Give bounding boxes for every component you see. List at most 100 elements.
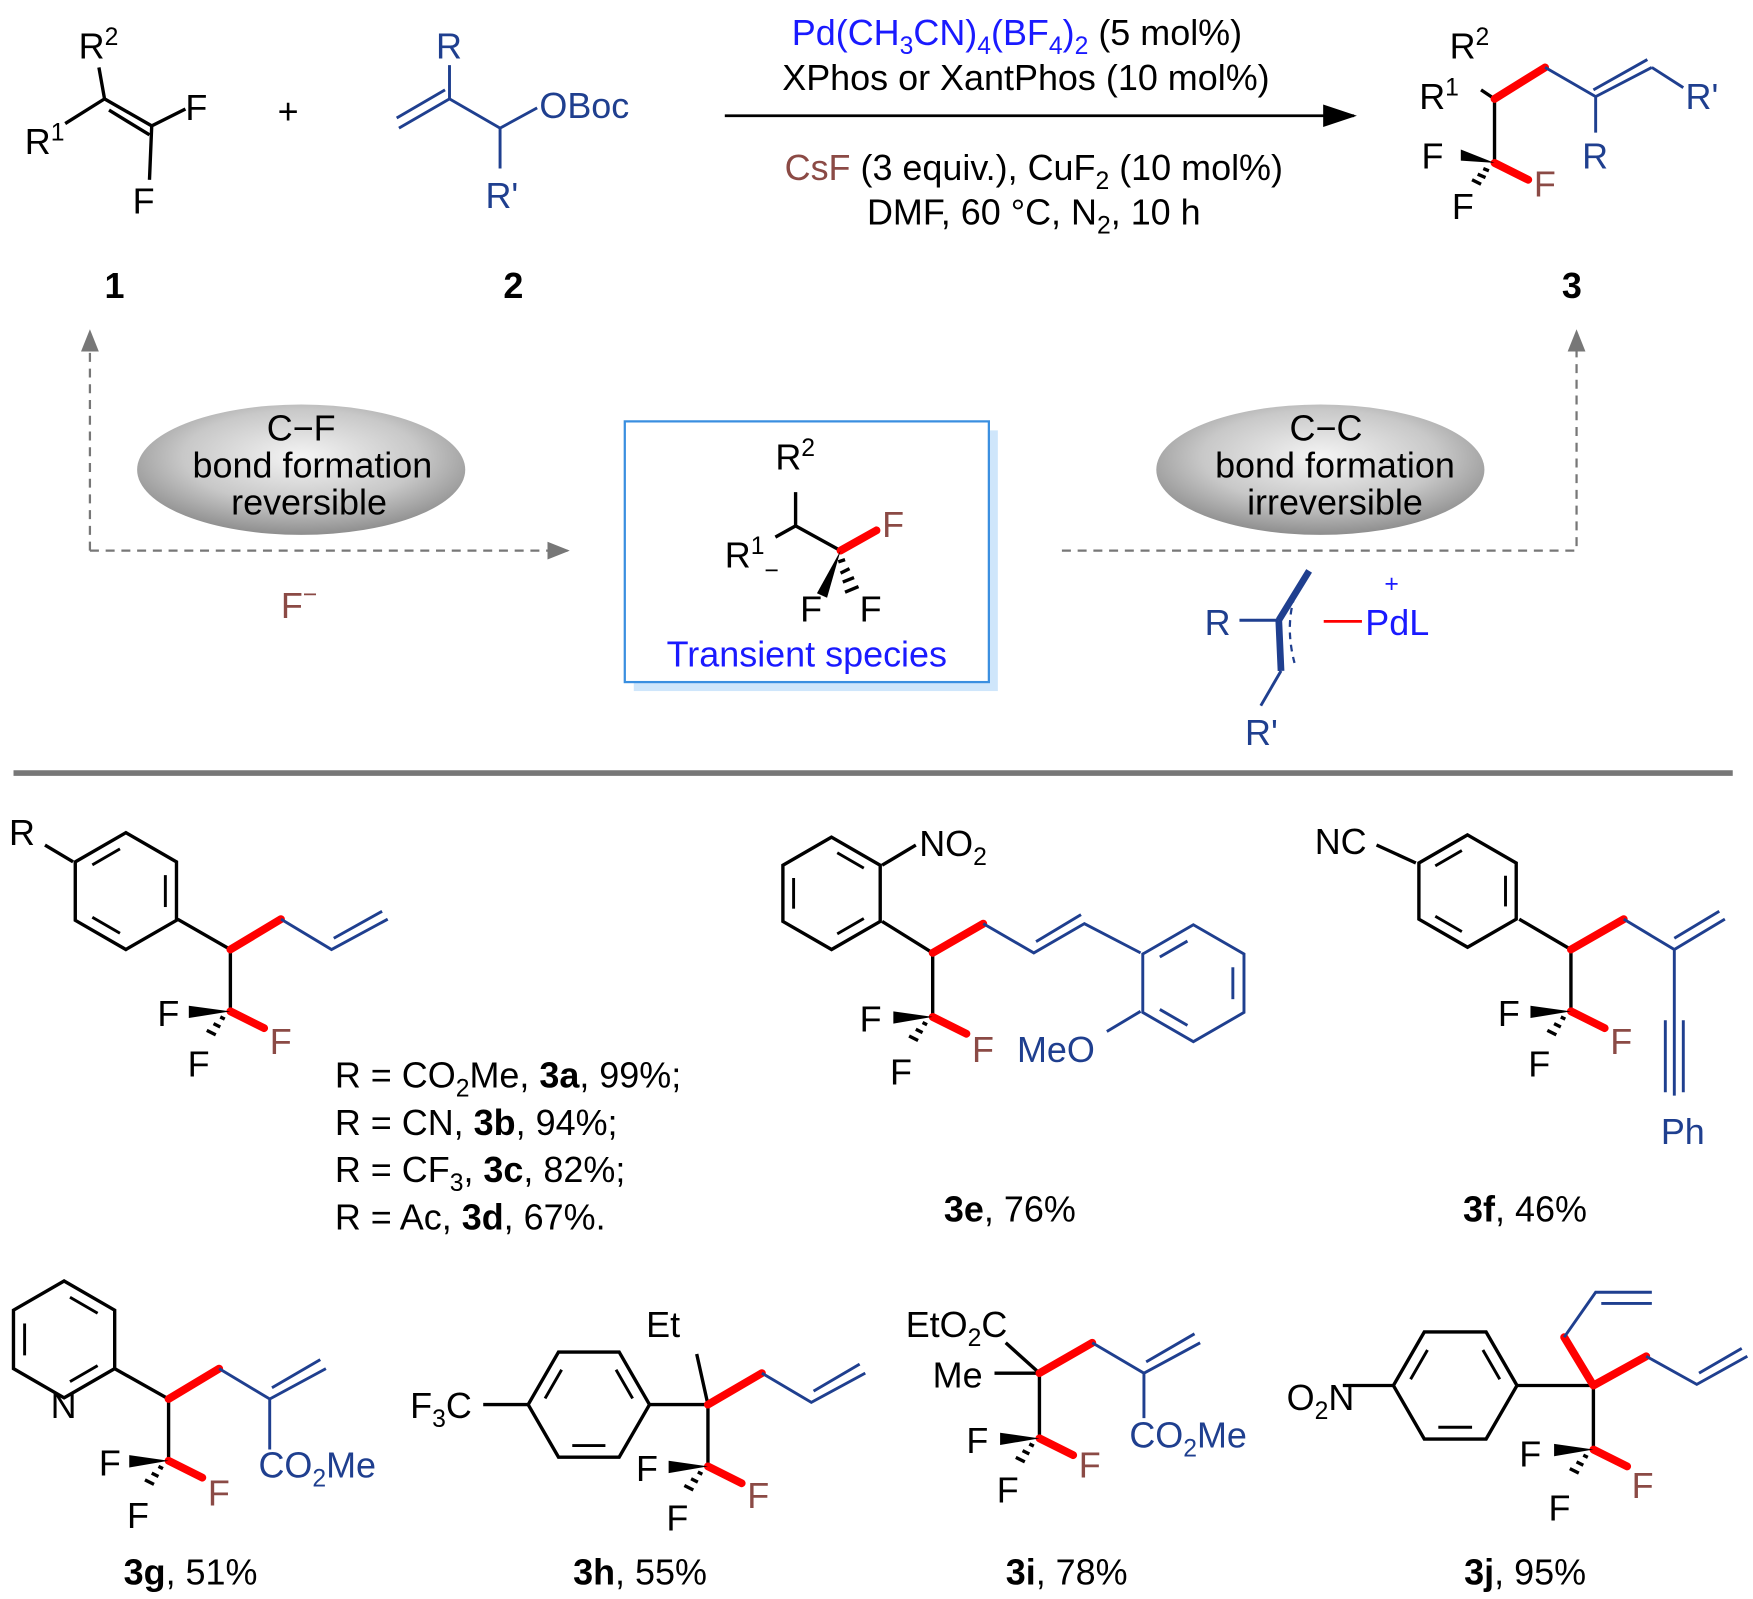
yield-line: R = CF3, 3c, 82%;	[335, 1149, 625, 1197]
ring-double-bond	[1434, 915, 1463, 933]
additive-line: CsF (3 equiv.), CuF2 (10 mol%)	[785, 147, 1283, 195]
product-label: 3f, 46%	[1463, 1188, 1587, 1229]
ligand-line: XPhos or XantPhos (10 mol%)	[782, 57, 1269, 98]
cf-bond-ellipse: C−F bond formation reversible	[137, 404, 466, 535]
r-label: R	[1205, 602, 1231, 643]
ring-double-bond	[69, 1364, 99, 1383]
fluorine-label: F	[185, 87, 207, 128]
ester-label: CO2Me	[258, 1445, 376, 1493]
r2-label: R2	[79, 24, 119, 66]
compound-2: R OBoc R' 2	[395, 25, 629, 306]
compound-1: R2 R1 F F 1	[25, 24, 208, 306]
nitrogen-label: N	[51, 1385, 77, 1426]
nitro-label: O2N	[1287, 1377, 1355, 1425]
yield-line: R = Ac, 3d, 67%.	[335, 1196, 606, 1237]
ring-double-bond	[1159, 939, 1189, 959]
fluorine-label: F	[966, 1420, 988, 1461]
plus-sign: +	[278, 91, 299, 132]
compound-3: R2 R1 F F F R R' 3	[1419, 24, 1718, 306]
product-3h: F3C Et F F F 3h, 55%	[410, 1304, 866, 1592]
allyl-palladium-complex: R R' PdL +	[1205, 569, 1429, 753]
ethyl-label: Et	[646, 1304, 680, 1345]
product-3a: R F F F R = CO2Me, 3a, 99%; R = CN, 3b, …	[9, 812, 681, 1237]
ring-outline	[526, 1350, 652, 1459]
fluorine-label: F	[1519, 1433, 1541, 1474]
r-label: R	[1582, 136, 1608, 177]
fluorine-label: F	[890, 1051, 912, 1092]
ring-double-bond	[1434, 849, 1463, 868]
nitrile-label: NC	[1315, 821, 1367, 862]
ester-label: EtO2C	[906, 1304, 1008, 1352]
fluorine-label: F	[1632, 1465, 1654, 1506]
ring-outline	[1141, 923, 1246, 1044]
ring-double-bond	[91, 916, 121, 935]
fluorine-label: F	[1421, 136, 1443, 177]
fluorine-label: F	[1452, 186, 1474, 227]
fluorine-label: F	[747, 1475, 769, 1516]
compound-number: 2	[503, 265, 523, 306]
product-label: 3h, 55%	[573, 1551, 707, 1592]
fluorine-label: F	[1548, 1487, 1570, 1528]
fluorine-label: F	[1534, 164, 1556, 205]
ellipse-text: C−C	[1290, 407, 1363, 448]
ring-outline	[1417, 832, 1518, 950]
ring-double-bond	[614, 1369, 634, 1400]
methoxy-label: MeO	[1017, 1029, 1095, 1070]
yield-line: R = CN, 3b, 94%;	[335, 1102, 618, 1143]
fluorine-label: F	[188, 1043, 210, 1084]
product-3e: NO2 MeO F F F 3e, 76%	[860, 823, 1142, 1229]
charge-label: +	[1384, 571, 1398, 598]
fluorine-label: F	[997, 1469, 1019, 1510]
methyl-label: Me	[933, 1355, 983, 1396]
fluorine-label: F	[127, 1495, 149, 1536]
product-3g: N CO2Me F F F 3g, 51%	[51, 1358, 376, 1592]
rprime-label: R'	[485, 175, 518, 216]
yield-line: R = CO2Me, 3a, 99%;	[335, 1055, 681, 1103]
ring-double-bond	[1159, 1008, 1189, 1027]
fluorine-label: F	[133, 180, 155, 221]
r-label: R	[9, 812, 35, 853]
fluorine-label: F	[99, 1442, 121, 1483]
r2-label: R2	[775, 435, 815, 477]
fluorine-label: F	[860, 999, 882, 1040]
ring-double-bond	[836, 917, 865, 936]
solvent-line: DMF, 60 °C, N2, 10 h	[867, 192, 1201, 240]
product-label: 3j, 95%	[1464, 1551, 1586, 1592]
cc-bond-ellipse: C−C bond formation irreversible	[1156, 404, 1485, 535]
ring-double-bond	[1481, 1349, 1502, 1380]
catalyst-line: Pd(CH3CN)4(BF4)2 (5 mol%)	[792, 12, 1242, 60]
fluorine-label: F	[882, 504, 904, 545]
fluorine-label: F	[800, 588, 822, 629]
fluorine-label: F	[860, 588, 882, 629]
compound-number: 3	[1562, 265, 1582, 306]
fluorine-label: F	[1079, 1445, 1101, 1486]
ring-double-bond	[1409, 1349, 1429, 1380]
r1-label: R1	[1419, 75, 1459, 117]
aromatic-rings	[11, 830, 1519, 1459]
product-label: 3g, 51%	[124, 1551, 258, 1592]
fluorine-label: F	[1528, 1043, 1550, 1084]
rprime-label: R'	[1245, 712, 1278, 753]
ring-double-bond	[91, 847, 121, 867]
fluorine-label: F	[157, 993, 179, 1034]
yield-list: R = CO2Me, 3a, 99%; R = CN, 3b, 94%; R =…	[335, 1055, 681, 1238]
fluorine-label: F	[1498, 993, 1520, 1034]
ring-double-bond	[69, 1296, 99, 1315]
r1-label: R1	[25, 119, 65, 161]
ring-outline	[73, 830, 179, 952]
rprime-label: R'	[1686, 76, 1719, 117]
ellipse-text: bond formation	[193, 445, 433, 486]
fluorine-label: F	[636, 1448, 658, 1489]
pdl-label: PdL	[1365, 602, 1429, 643]
cf3-label: F3C	[410, 1385, 472, 1433]
ester-label: CO2Me	[1129, 1414, 1247, 1462]
fluorine-label: F	[208, 1473, 230, 1514]
ring-double-bond	[836, 851, 865, 870]
ring-outline	[11, 1279, 117, 1400]
product-3f: NC Ph F F F 3f, 46%	[1315, 821, 1726, 1229]
phenyl-label: Ph	[1661, 1111, 1705, 1152]
product-3j: O2N F F F 3j, 95%	[1287, 1290, 1749, 1592]
fluorine-label: F	[666, 1497, 688, 1538]
transient-caption: Transient species	[667, 633, 947, 674]
